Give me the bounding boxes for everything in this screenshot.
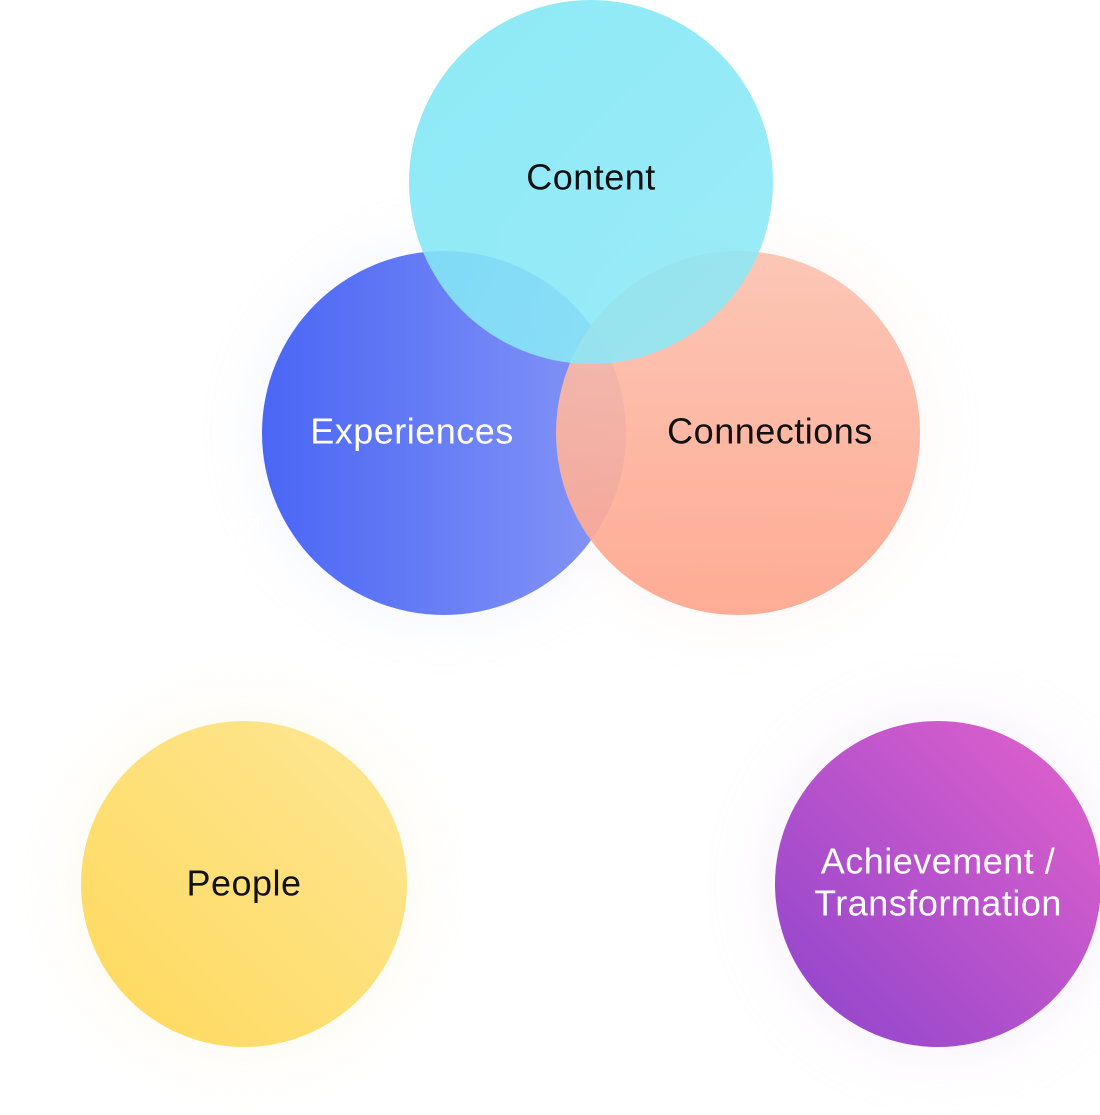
arrow-marks <box>237 519 259 546</box>
achievement-label-line-1: Achievement / <box>821 841 1056 882</box>
arrow-icon <box>237 519 259 546</box>
experiences-label: Experiences <box>310 411 514 452</box>
connections-label: Connections <box>667 411 873 452</box>
achievement-label-line-2: Transformation <box>814 883 1062 924</box>
people-circle <box>81 721 407 1047</box>
people-label: People <box>186 863 301 904</box>
content-label: Content <box>526 157 656 198</box>
achievement-circle <box>775 721 1100 1047</box>
content-circle <box>409 0 773 364</box>
